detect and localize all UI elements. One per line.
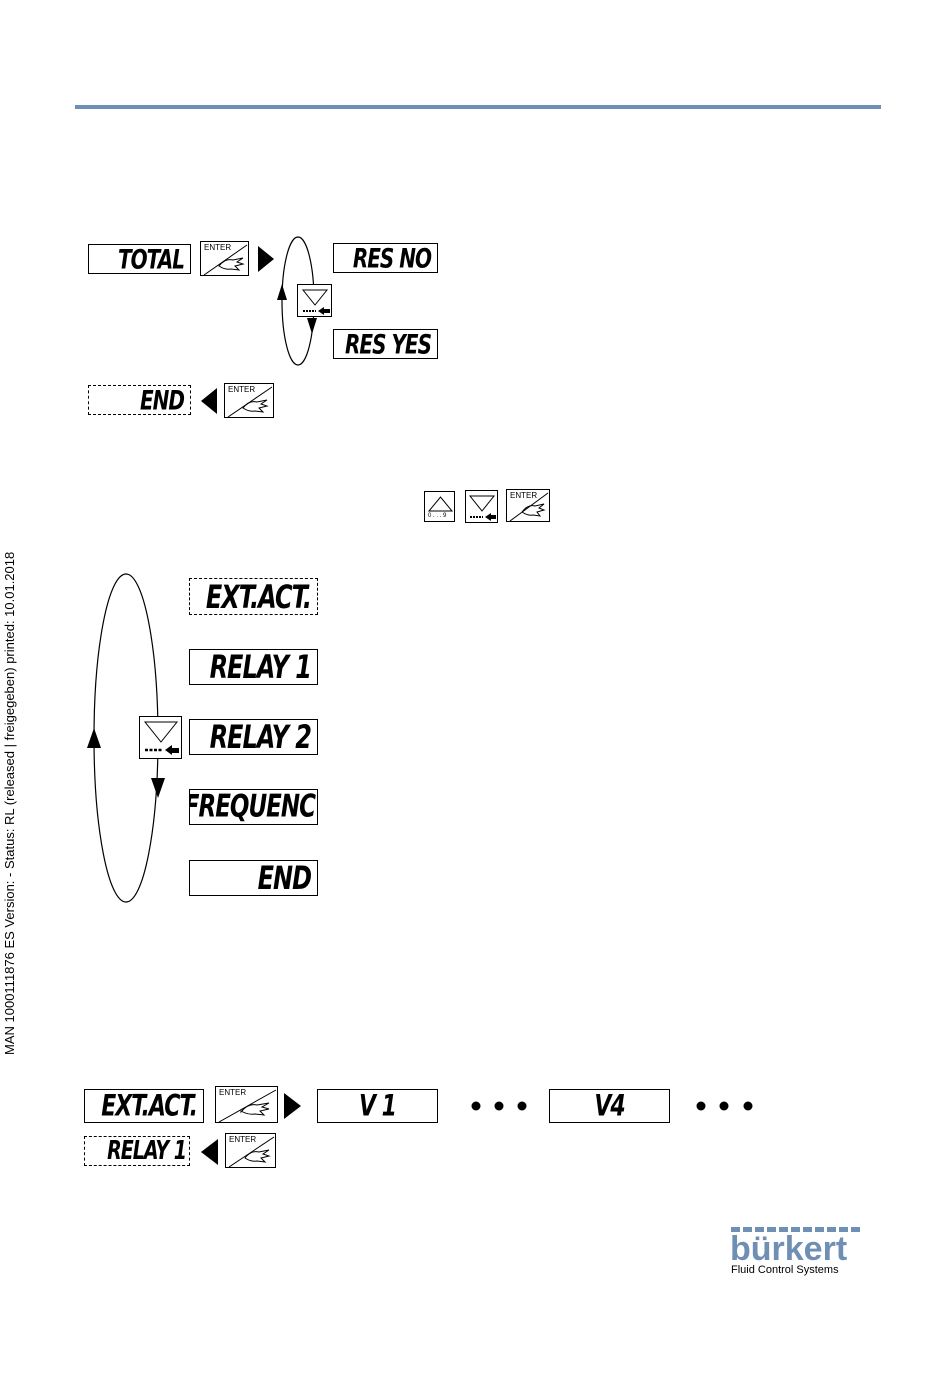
arrow-left-icon — [201, 1139, 218, 1165]
hand-press-icon — [507, 490, 550, 522]
up-key[interactable]: 0 . . . 9 — [424, 491, 455, 522]
arrow-up-icon — [277, 284, 287, 300]
enter-key[interactable]: ENTER — [225, 1133, 276, 1168]
arrow-right-icon — [258, 246, 274, 272]
enter-key[interactable]: ENTER — [200, 241, 249, 276]
enter-key[interactable]: ENTER — [224, 383, 274, 418]
menu-item-frequenc: FREQUENC — [189, 789, 318, 825]
ellipsis-dots — [697, 1102, 753, 1111]
display-relay-1: RELAY 1 — [84, 1136, 190, 1166]
display-res-no: RES NO — [333, 243, 438, 273]
enter-key[interactable]: ENTER — [215, 1086, 278, 1123]
display-v1: V 1 — [317, 1089, 438, 1123]
enter-key[interactable]: ENTER — [506, 489, 550, 522]
display-ext-act: EXT.ACT. — [84, 1089, 204, 1123]
menu-item-end: END — [189, 860, 318, 896]
menu-item-relay-1: RELAY 1 — [189, 649, 318, 685]
arrow-left-icon — [201, 388, 217, 414]
brand-logo: bürkert — [730, 1232, 847, 1266]
display-v4: V4 — [549, 1089, 670, 1123]
hand-press-icon — [216, 1087, 278, 1123]
hand-press-icon — [225, 384, 274, 418]
down-key[interactable] — [297, 284, 332, 317]
triangle-down-icon — [470, 496, 494, 511]
triangle-down-icon — [145, 722, 177, 742]
brand-tagline: Fluid Control Systems — [731, 1264, 839, 1276]
arrow-down-icon — [151, 778, 165, 798]
hand-press-icon — [226, 1134, 276, 1168]
ellipsis-dots — [472, 1102, 527, 1111]
menu-item-ext-act: EXT.ACT. — [189, 578, 318, 615]
arrow-right-icon — [284, 1093, 301, 1119]
down-key[interactable] — [465, 490, 498, 523]
display-end: END — [88, 385, 191, 415]
arrow-down-icon — [307, 318, 317, 334]
down-key[interactable] — [139, 716, 182, 759]
display-res-yes: RES YES — [333, 329, 438, 359]
menu-item-relay-2: RELAY 2 — [189, 719, 318, 755]
hand-press-icon — [201, 242, 249, 276]
display-total: TOTAL — [88, 244, 191, 274]
triangle-up-icon — [429, 497, 452, 511]
arrow-up-icon — [87, 728, 101, 748]
triangle-down-icon — [303, 290, 327, 305]
